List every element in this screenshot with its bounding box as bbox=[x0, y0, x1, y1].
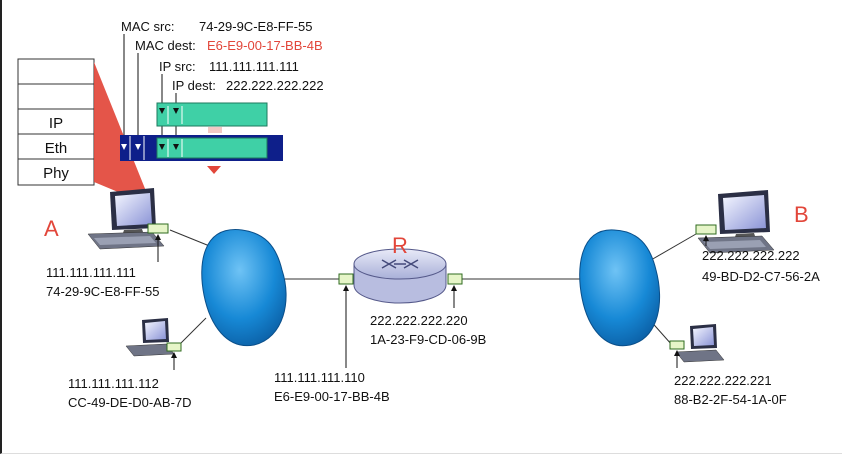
ip-datagram bbox=[156, 102, 268, 127]
host-a2-mac: CC-49-DE-D0-AB-7D bbox=[68, 395, 192, 410]
ip-dest-value: 222.222.222.222 bbox=[226, 78, 324, 93]
router-label: R bbox=[392, 233, 408, 258]
pointer-arrow-icon bbox=[451, 285, 457, 291]
frame-payload bbox=[156, 137, 268, 159]
host-b2-nic[interactable] bbox=[669, 340, 685, 350]
datagram-to-frame-marker bbox=[208, 127, 222, 133]
router-interface-right[interactable] bbox=[447, 273, 463, 285]
host-a-label: A bbox=[44, 216, 59, 241]
host-b-label: B bbox=[794, 202, 809, 227]
host-a2-nic[interactable] bbox=[166, 342, 182, 352]
router-right-ip: 222.222.222.220 bbox=[370, 313, 468, 328]
mac-dest-label: MAC dest: bbox=[135, 38, 196, 53]
host-b2-ip: 222.222.222.221 bbox=[674, 373, 772, 388]
pointer-arrow-icon bbox=[343, 285, 349, 291]
router-interface-left[interactable] bbox=[338, 273, 354, 285]
subnet-cloud-right bbox=[579, 229, 661, 347]
host-b-computer[interactable] bbox=[697, 190, 775, 254]
stack-layer-eth: Eth bbox=[45, 140, 68, 157]
host-a-computer[interactable] bbox=[87, 188, 165, 250]
mac-src-label: MAC src: bbox=[121, 19, 174, 34]
pointer-arrow-icon bbox=[674, 350, 680, 356]
pointer-arrow-icon bbox=[703, 235, 709, 241]
ip-src-label: IP src: bbox=[159, 59, 196, 74]
router-left-mac: E6-E9-00-17-BB-4B bbox=[274, 389, 390, 404]
pointer-arrow-icon bbox=[155, 234, 161, 240]
encapsulation-wedge bbox=[94, 62, 152, 206]
router-left-ip: 111.111.111.110 bbox=[274, 370, 365, 385]
host-a2-computer[interactable] bbox=[125, 318, 175, 357]
ip-src-value: 111.111.111.111 bbox=[209, 59, 299, 74]
host-b-ip: 222.222.222.222 bbox=[702, 248, 800, 263]
host-b2-mac: 88-B2-2F-54-1A-0F bbox=[674, 392, 787, 407]
host-b2-computer[interactable] bbox=[675, 324, 725, 363]
field-arrows bbox=[121, 108, 179, 150]
stack-layer-ip: IP bbox=[49, 115, 63, 132]
stack-layer-phy: Phy bbox=[43, 165, 69, 182]
mac-dest-value: E6-E9-00-17-BB-4B bbox=[207, 38, 323, 53]
header-field-dividers bbox=[129, 106, 183, 160]
host-a-nic[interactable] bbox=[147, 223, 169, 234]
ip-dest-label: IP dest: bbox=[172, 78, 216, 93]
host-a-mac: 74-29-9C-E8-FF-55 bbox=[46, 284, 159, 299]
host-b-nic[interactable] bbox=[695, 224, 717, 235]
router-right-mac: 1A-23-F9-CD-06-9B bbox=[370, 332, 486, 347]
mac-src-value: 74-29-9C-E8-FF-55 bbox=[199, 19, 312, 34]
host-a-ip: 111.111.111.111 bbox=[46, 265, 136, 280]
protocol-stack: IP Eth Phy bbox=[17, 58, 95, 186]
router[interactable] bbox=[353, 248, 447, 304]
host-a2-ip: 111.111.111.112 bbox=[68, 376, 159, 391]
down-arrow-icon bbox=[207, 166, 221, 174]
host-b-mac: 49-BD-D2-C7-56-2A bbox=[702, 269, 820, 284]
pointer-arrow-icon bbox=[171, 352, 177, 358]
subnet-cloud-left bbox=[201, 229, 287, 347]
